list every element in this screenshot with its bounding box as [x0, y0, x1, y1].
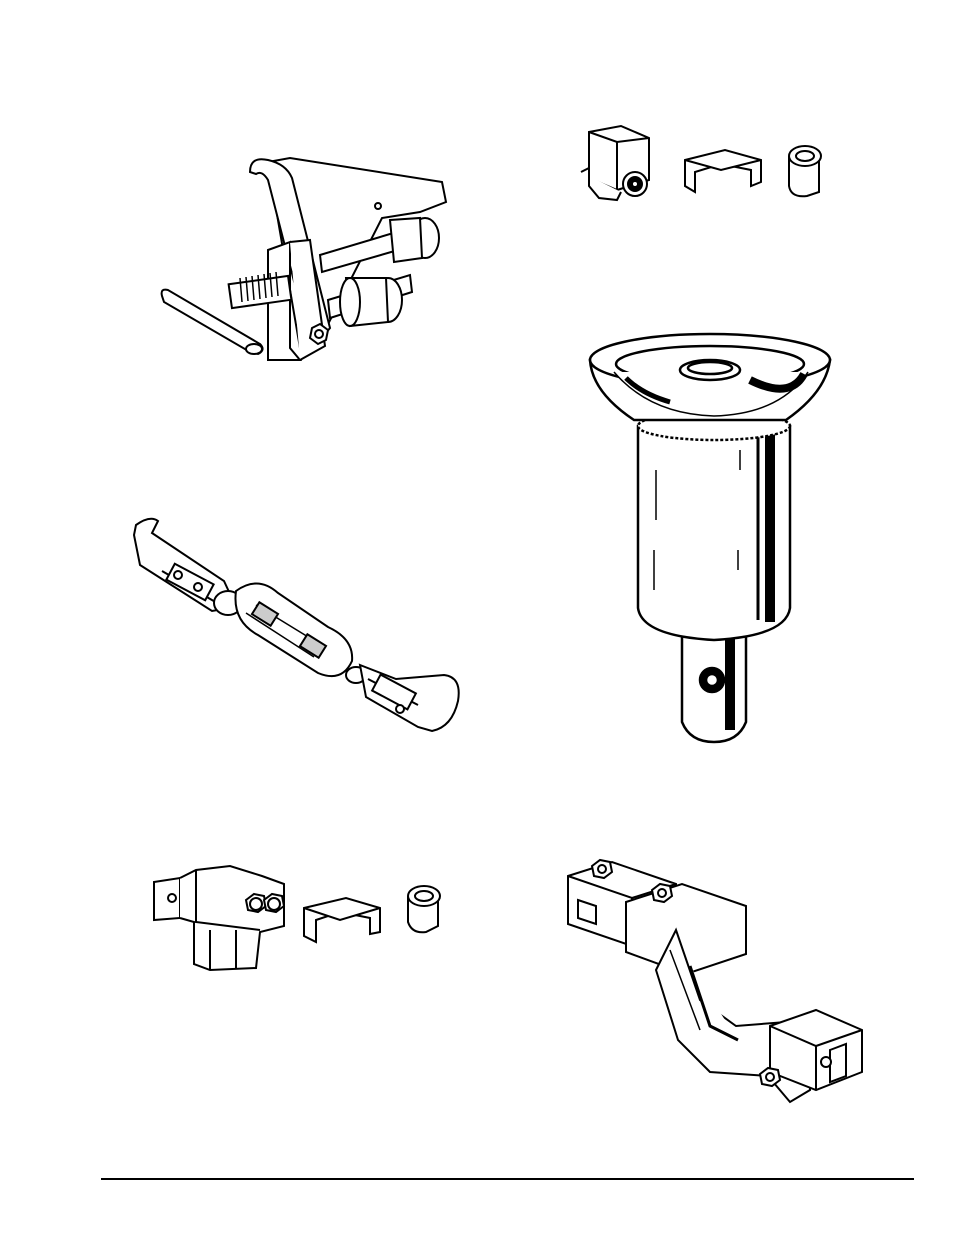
cone-pin-illustration	[590, 330, 830, 750]
bushing-set-large-illustration	[150, 860, 470, 980]
bushing-set-small-illustration	[575, 120, 845, 210]
turnbuckle-illustration	[128, 515, 468, 745]
footer-rule	[101, 1178, 914, 1180]
offset-drawbar-illustration	[560, 850, 870, 1115]
bearing-puller-illustration	[150, 150, 450, 380]
